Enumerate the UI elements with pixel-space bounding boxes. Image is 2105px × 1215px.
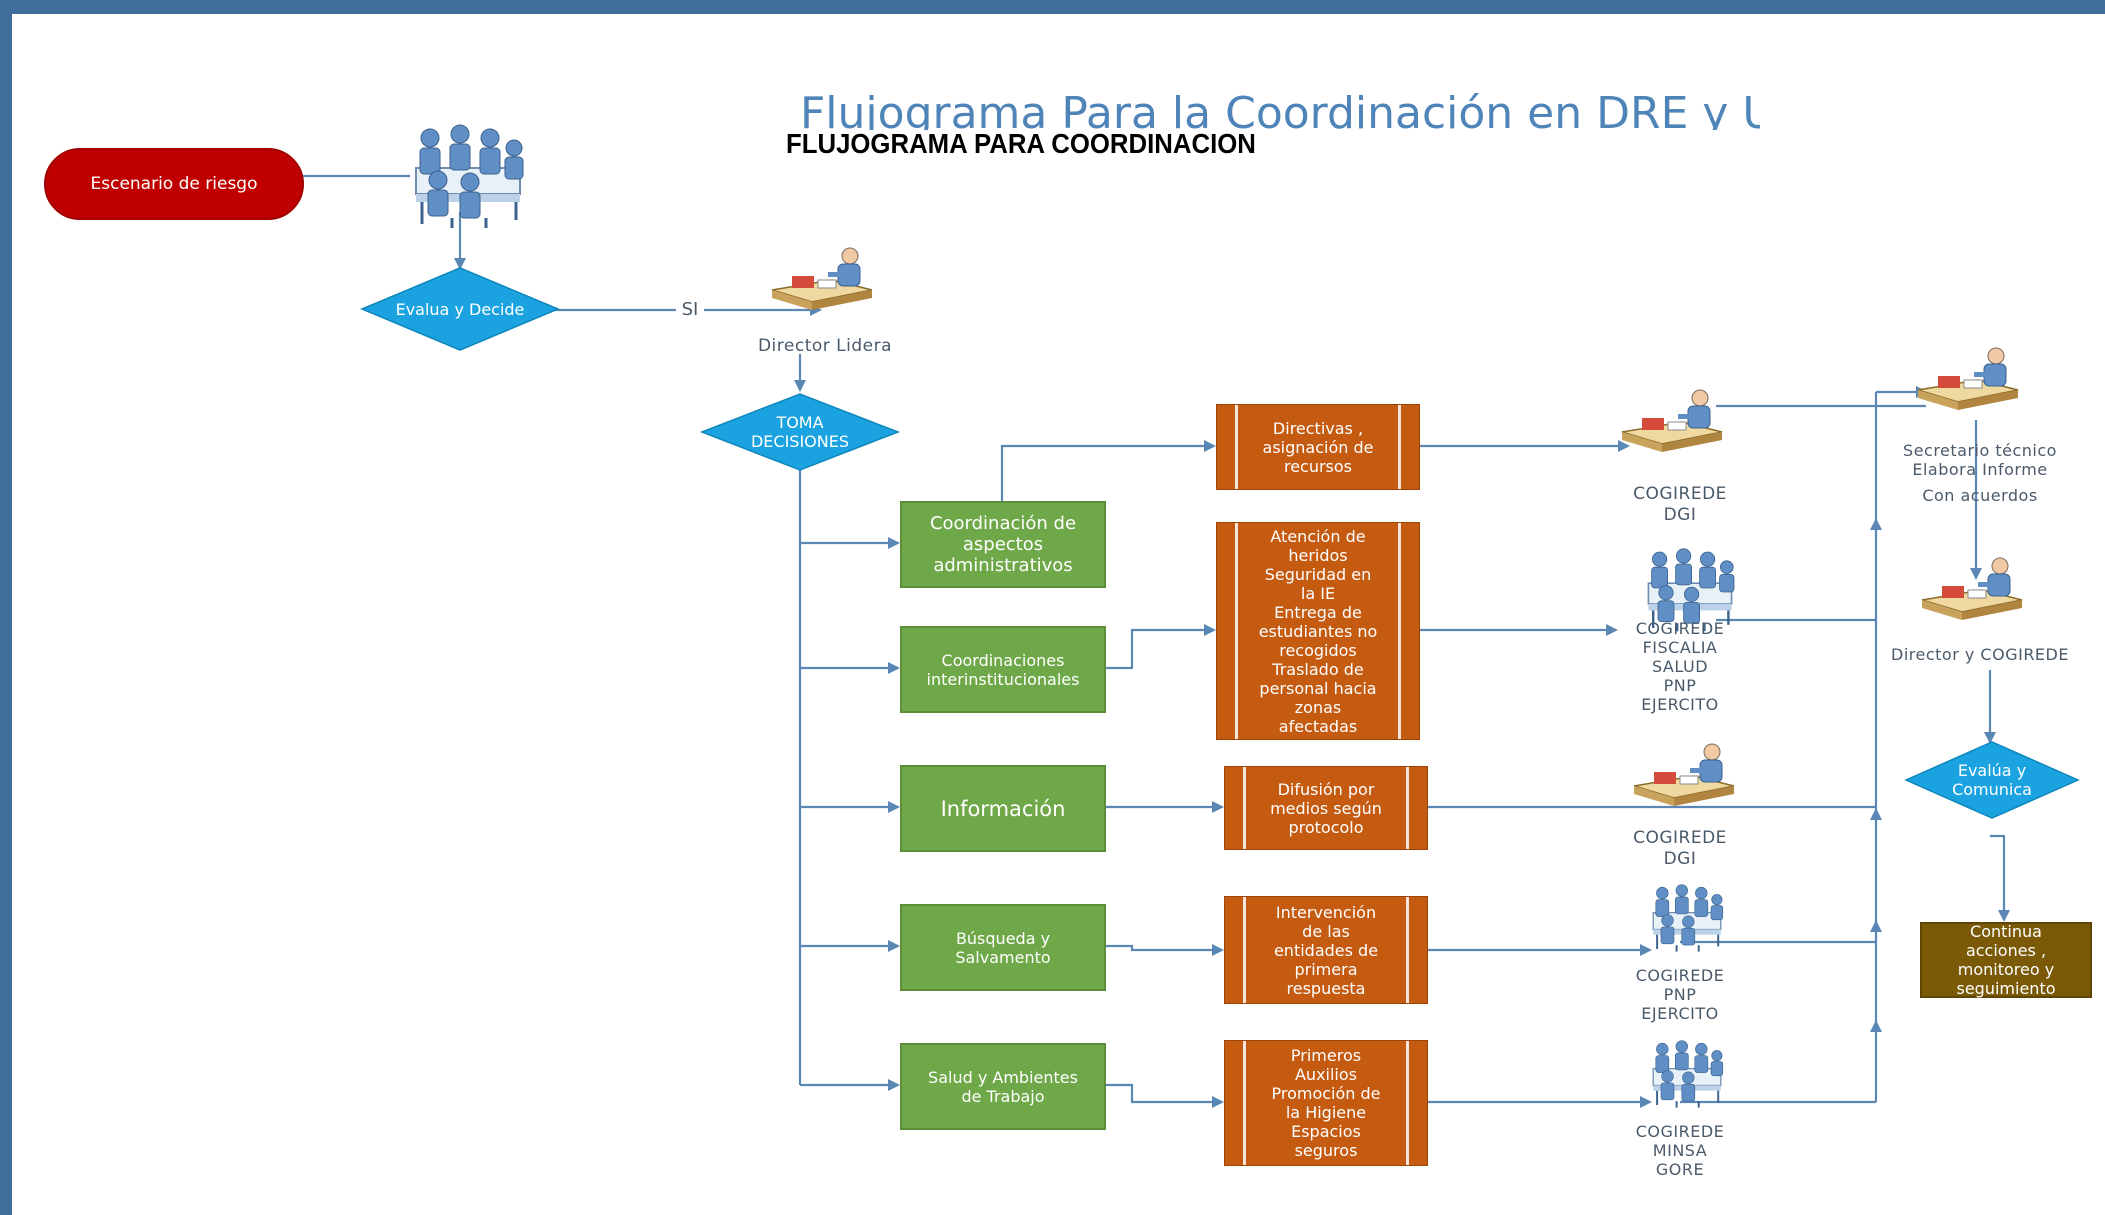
desk-worker-icon xyxy=(1621,389,1723,453)
frame-left-border xyxy=(0,0,12,1215)
decisions-label: TOMA DECISIONES xyxy=(750,413,850,451)
area-box-information: Información xyxy=(900,765,1106,852)
decision-diamond-evaluate xyxy=(1904,741,2080,819)
area-box-search-rescue: Búsqueda y Salvamento xyxy=(900,904,1106,991)
actor-label-minsa: COGIREDE MINSA GORE xyxy=(1635,1121,1725,1179)
secretary-sub-label: Con acuerdos xyxy=(1922,485,2038,505)
final-action-box: Continua acciones , monitoreo y seguimie… xyxy=(1920,922,2092,998)
start-terminal: Escenario de riesgo xyxy=(44,148,304,220)
area-box-health: Salud y Ambientes de Trabajo xyxy=(900,1043,1106,1130)
actor-label-dgi: COGIREDE DGI xyxy=(1633,484,1727,525)
secretary-label: Secretario técnico Elabora Informe xyxy=(1903,441,2057,479)
area-box-interinstitutional: Coordinaciones interinstitucionales xyxy=(900,626,1106,713)
frame-top-border xyxy=(0,0,2105,14)
action-box-first-aid: Primeros Auxilios Promoción de la Higien… xyxy=(1224,1040,1428,1166)
decide-label: Evalua y Decide xyxy=(395,299,525,319)
director-leads-label: Director Lidera xyxy=(757,335,893,356)
meeting-icon xyxy=(1652,1039,1724,1109)
meeting-icon xyxy=(414,123,525,230)
desk-worker-icon xyxy=(1921,557,2023,621)
evaluate-label: Evalúa y Comunica xyxy=(1952,761,2032,799)
actor-label-dgi-info: COGIREDE DGI xyxy=(1633,828,1727,869)
desk-worker-icon xyxy=(1633,743,1735,807)
desk-worker-icon xyxy=(771,247,873,311)
yes-label: SI xyxy=(676,296,704,322)
desk-worker-icon xyxy=(1917,347,2019,411)
actor-label-pnp: COGIREDE PNP EJERCITO xyxy=(1635,965,1725,1023)
action-box-directives: Directivas , asignación de recursos xyxy=(1216,404,1420,490)
actor-label-fiscalia: COGIREDE FISCALIA SALUD PNP EJERCITO xyxy=(1635,618,1725,714)
ghost-title: Flujograma Para la Coordinación en DRE y… xyxy=(800,88,1760,130)
director-cogirede-label: Director y COGIREDE xyxy=(1891,644,2069,664)
area-box-administrative: Coordinación de aspectos administrativos xyxy=(900,501,1106,588)
action-box-intervention: Intervención de las entidades de primera… xyxy=(1224,896,1428,1004)
decision-diamond-decisions xyxy=(699,393,901,471)
page-title: FLUJOGRAMA PARA COORDINACION xyxy=(786,128,1256,159)
action-box-diffusion: Difusión por medios según protocolo xyxy=(1224,766,1428,850)
action-box-attention: Atención de heridos Seguridad en la IE E… xyxy=(1216,522,1420,740)
decision-diamond-decide xyxy=(360,267,560,351)
